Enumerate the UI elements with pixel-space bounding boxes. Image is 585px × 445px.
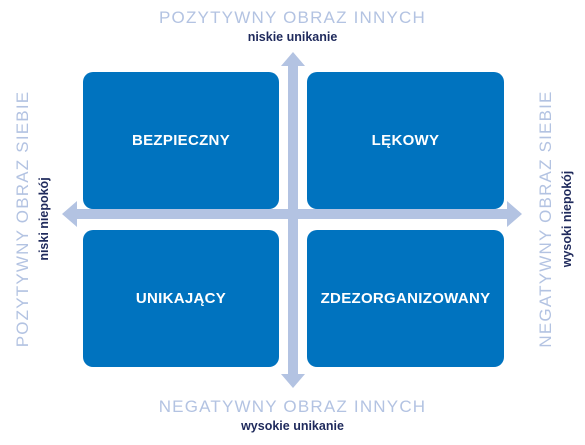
bottom-axis-subtitle: wysokie unikanie [241,419,344,433]
horizontal-axis-arrow [62,201,522,227]
quadrant-label: LĘKOWY [371,132,440,149]
quadrant-label: ZDEZORGANIZOWANY [320,290,491,307]
bottom-axis-title: NEGATYWNY OBRAZ INNYCH [158,397,427,416]
top-axis-title: POZYTYWNY OBRAZ INNYCH [159,8,426,27]
quadrant-label: UNIKAJĄCY [135,290,227,307]
top-axis-subtitle: niskie unikanie [247,30,338,44]
left-axis-subtitle: niski niepokój [37,177,51,261]
quadrant-secure: BEZPIECZNY [83,72,279,209]
quadrant-disorganized: ZDEZORGANIZOWANY [307,230,504,367]
quadrant-avoidant: UNIKAJĄCY [83,230,279,367]
left-axis-title: POZYTYWNY OBRAZ SIEBIE [13,90,32,348]
right-axis-subtitle: wysoki niepokój [560,170,574,268]
quadrant-label: BEZPIECZNY [131,132,230,149]
right-axis-title: NEGATYWNY OBRAZ SIEBIE [536,90,555,348]
vertical-axis-arrow [281,52,305,388]
quadrant-anxious: LĘKOWY [307,72,504,209]
